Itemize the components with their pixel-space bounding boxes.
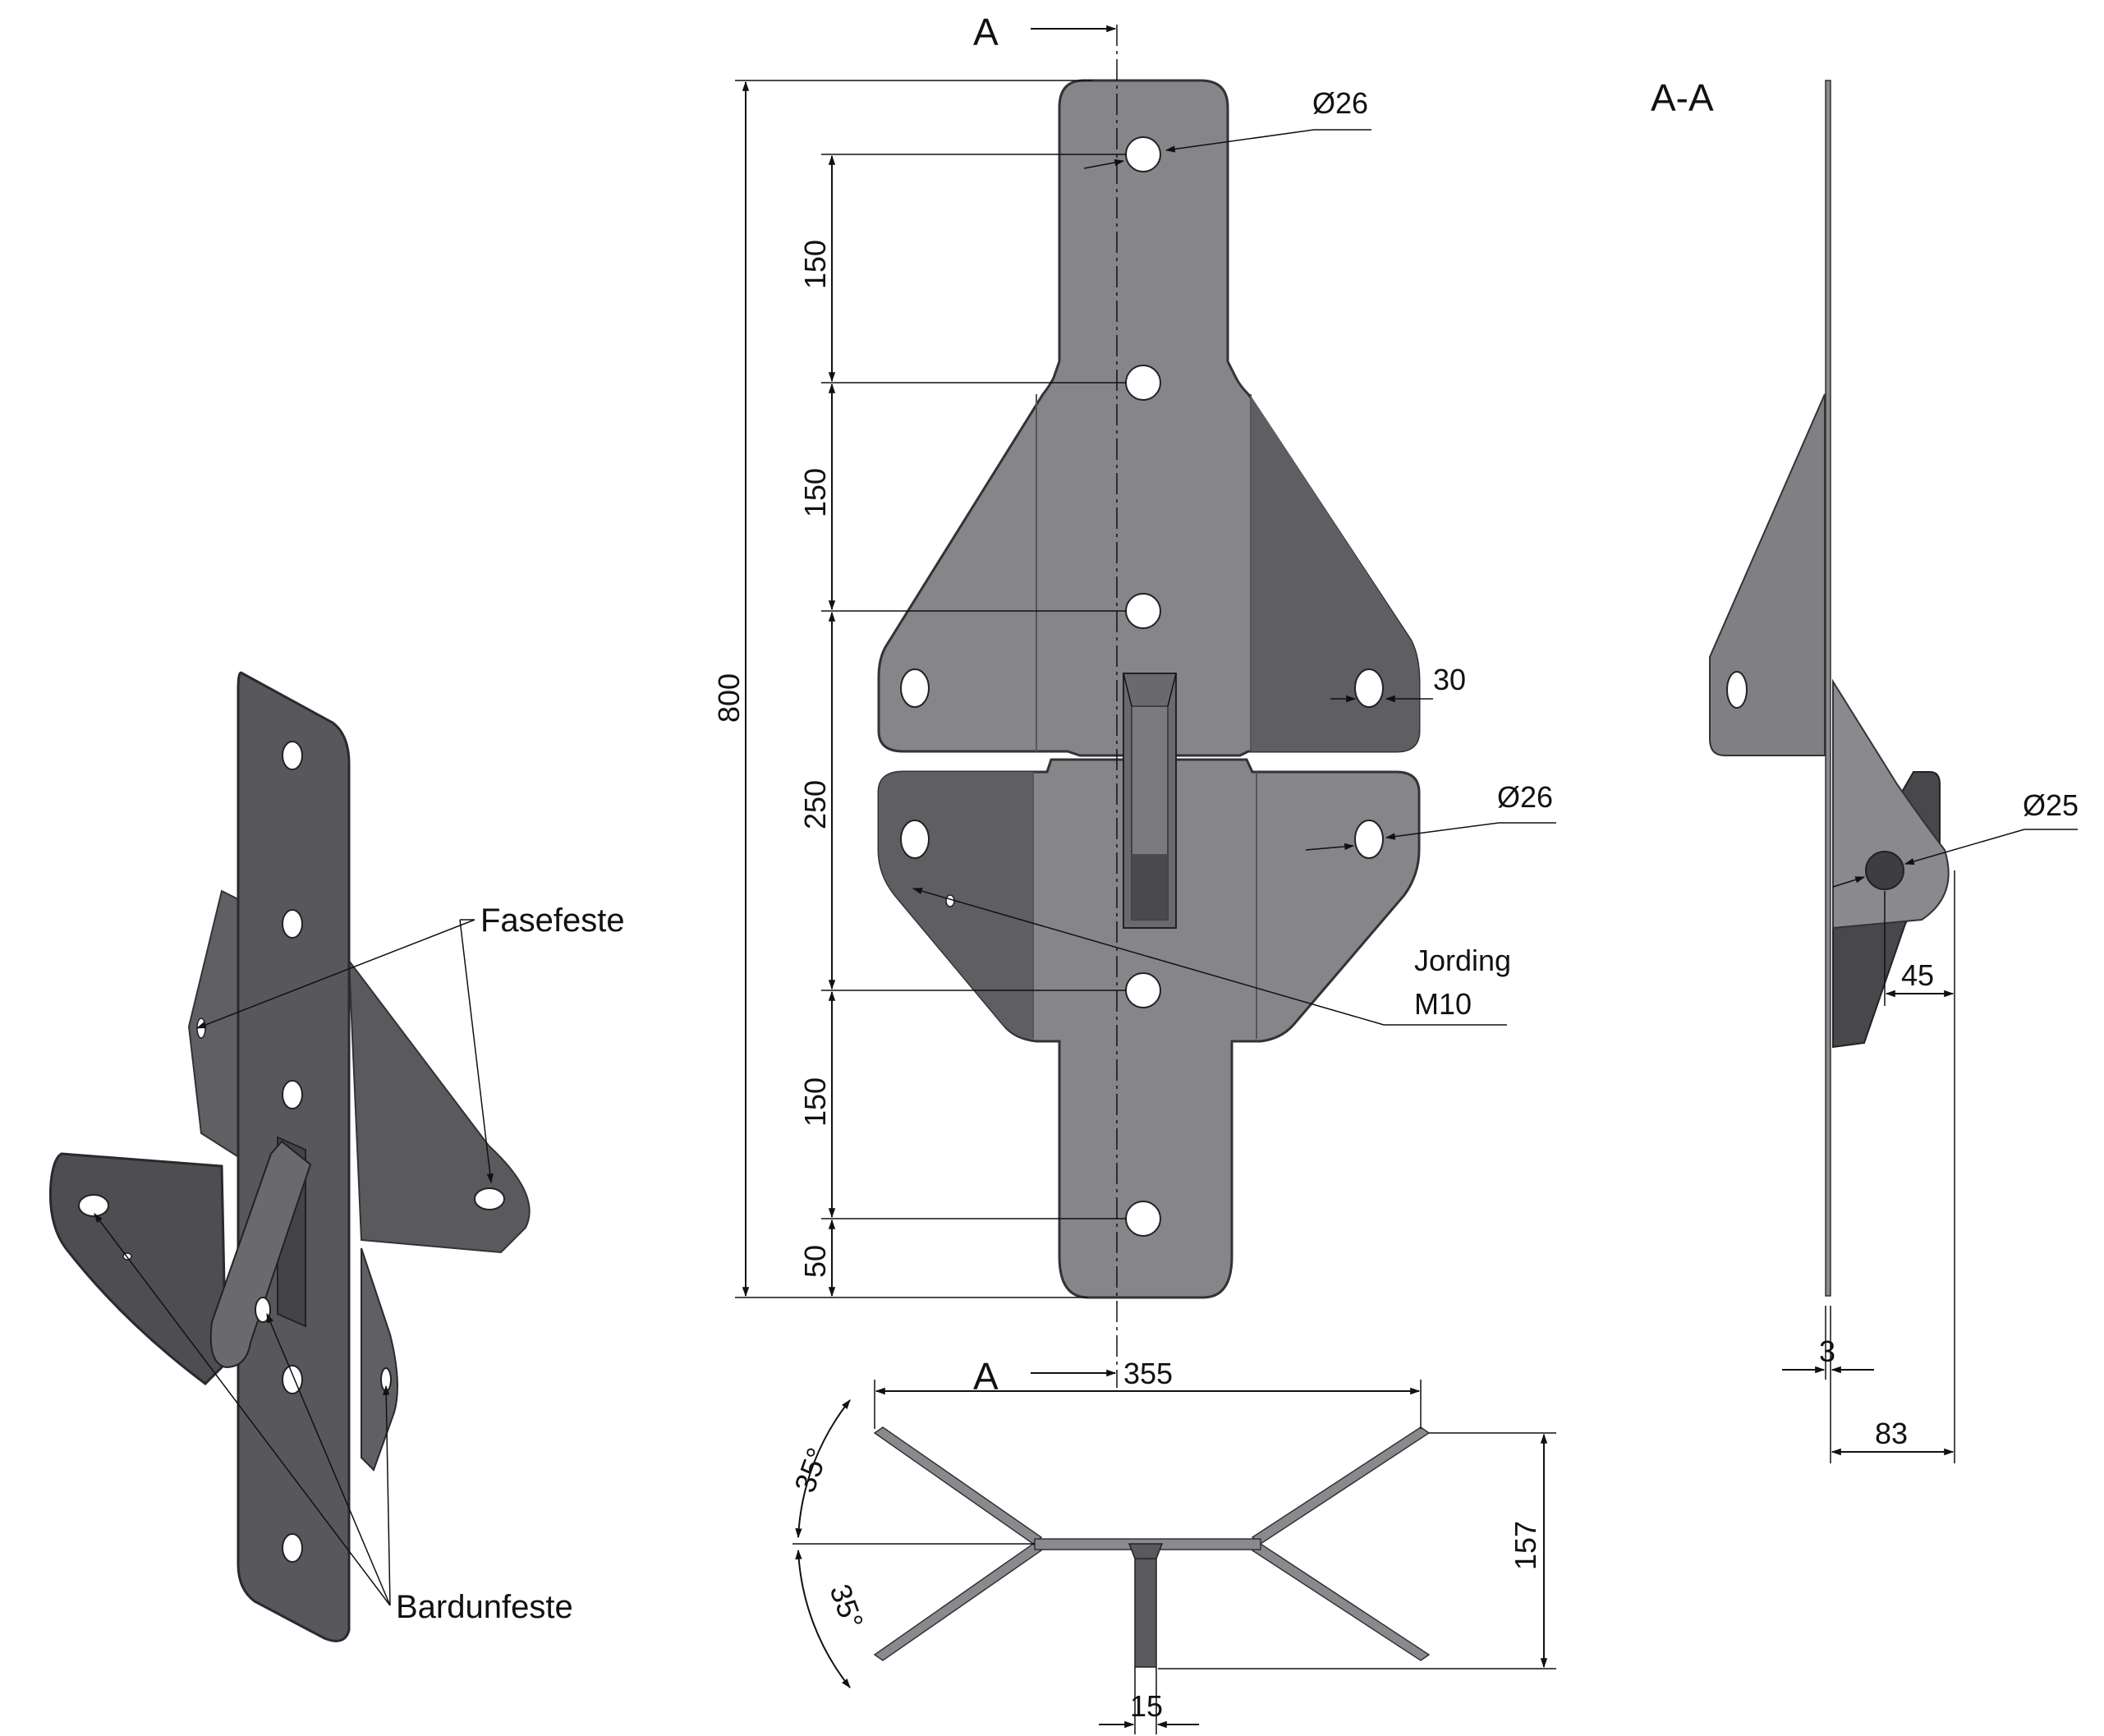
- front-hole-ear-left-lower: [900, 820, 930, 859]
- front-hole-ear-right-upper: [1354, 668, 1384, 708]
- dim-hole-top: Ø26: [1312, 86, 1368, 120]
- front-view: A 800 150 150 250 150 50 Ø26 30 Ø2: [712, 11, 1556, 1388]
- section-wing: [1709, 393, 1826, 756]
- iso-hole-3: [282, 1080, 303, 1109]
- dim-hole-ear: 30: [1433, 663, 1466, 696]
- label-guy-attachment: Bardunfeste: [396, 1589, 573, 1625]
- leader-phase-1: [195, 919, 475, 1029]
- dim-hole-lower: Ø26: [1497, 780, 1553, 814]
- iso-hole-2: [282, 909, 303, 939]
- dim-angle-lower: 35°: [823, 1580, 870, 1633]
- iso-lug: [209, 1140, 312, 1369]
- section-plate: [1825, 80, 1831, 1297]
- front-lower-left-dark-wing: [879, 772, 1033, 1039]
- iso-hole-ear-left: [78, 1194, 109, 1217]
- isometric-view: Fasefeste Bardunfeste: [48, 671, 625, 1642]
- section-lug: [1832, 678, 1950, 930]
- dim-lug-thickness: 15: [1130, 1689, 1163, 1723]
- dim-spacing-1: 150: [798, 240, 832, 289]
- angle-arc-lower: [795, 1549, 851, 1688]
- label-phase-attachment: Fasefeste: [480, 902, 625, 939]
- front-lug-chamfer-l: [1123, 673, 1132, 707]
- label-grounding-line1: Jording: [1414, 944, 1511, 977]
- iso-hole-lug: [255, 1297, 271, 1323]
- leader-guy-1: [94, 1213, 391, 1606]
- section-lug-hole: [1865, 851, 1904, 890]
- section-mark-top: A: [973, 11, 999, 53]
- front-upper-right-dark-wing: [1251, 396, 1419, 751]
- dim-angle-upper: 35°: [788, 1444, 834, 1497]
- iso-hole-ear-right: [474, 1187, 505, 1210]
- top-lug: [1134, 1549, 1157, 1668]
- front-hole-5: [1125, 1201, 1161, 1237]
- top-wing-lower-left: [873, 1543, 1043, 1661]
- leader-guy-3: [383, 1385, 391, 1606]
- dim-lug-hole: Ø25: [2023, 788, 2079, 822]
- leader-guy-2: [266, 1312, 391, 1606]
- front-hole-1: [1125, 136, 1161, 172]
- front-lug-chamfer-r: [1167, 673, 1177, 707]
- top-view: 355 A 35° 35° 157 15: [788, 1355, 1556, 1734]
- front-hole-3: [1125, 593, 1161, 629]
- front-hole-2: [1125, 365, 1161, 401]
- dim-depth: 157: [1509, 1521, 1542, 1570]
- dim-spacing-5: 50: [798, 1245, 832, 1278]
- dim-lug-offset: 45: [1901, 958, 1934, 992]
- section-title: A-A: [1651, 76, 1714, 119]
- iso-lower-right-wing: [361, 1247, 398, 1472]
- leader-grounding: [912, 887, 1385, 1026]
- leader-lug-hole: [1904, 829, 2025, 866]
- front-hole-grounding: [945, 894, 955, 907]
- top-wing-upper-right: [1251, 1426, 1431, 1545]
- leader-hole-top-in: [1083, 158, 1125, 169]
- section-mark-bottom: A: [973, 1355, 999, 1398]
- front-hole-ear-left-upper: [900, 668, 930, 708]
- section-view: A-A Ø25 45 3 83: [1651, 76, 2079, 1463]
- dim-projection: 83: [1875, 1417, 1908, 1450]
- dim-plate-thickness: 3: [1819, 1334, 1835, 1368]
- leader-phase-2: [459, 919, 494, 1184]
- iso-upper-right-wing: [347, 958, 531, 1254]
- top-wing-lower-right: [1251, 1543, 1431, 1661]
- label-grounding-line2: M10: [1414, 987, 1472, 1021]
- front-slit-right: [1244, 757, 1419, 768]
- iso-hole-1: [282, 741, 303, 770]
- front-hole-4: [1125, 972, 1161, 1008]
- top-lug-head: [1128, 1543, 1164, 1559]
- leader-hole-lower-in: [1305, 843, 1355, 851]
- leader-lug-hole-in: [1832, 876, 1866, 888]
- angle-arc-upper: [795, 1399, 851, 1539]
- section-wing-hole: [1726, 671, 1748, 709]
- front-hole-ear-right-lower: [1354, 820, 1384, 859]
- front-lug-bottom-shade: [1132, 854, 1168, 920]
- front-slit-left: [879, 757, 1050, 768]
- leader-hole-top: [1165, 129, 1315, 153]
- dim-width: 355: [1123, 1357, 1173, 1390]
- dim-spacing-3: 250: [798, 780, 832, 829]
- dim-height-total: 800: [712, 673, 746, 723]
- dim-spacing-4: 150: [798, 1077, 832, 1127]
- iso-lower-left-wing: [48, 1152, 227, 1385]
- dim-spacing-2: 150: [798, 468, 832, 517]
- leader-hole-lower: [1385, 822, 1500, 840]
- iso-hole-5: [282, 1533, 303, 1563]
- top-wing-upper-left: [873, 1426, 1043, 1545]
